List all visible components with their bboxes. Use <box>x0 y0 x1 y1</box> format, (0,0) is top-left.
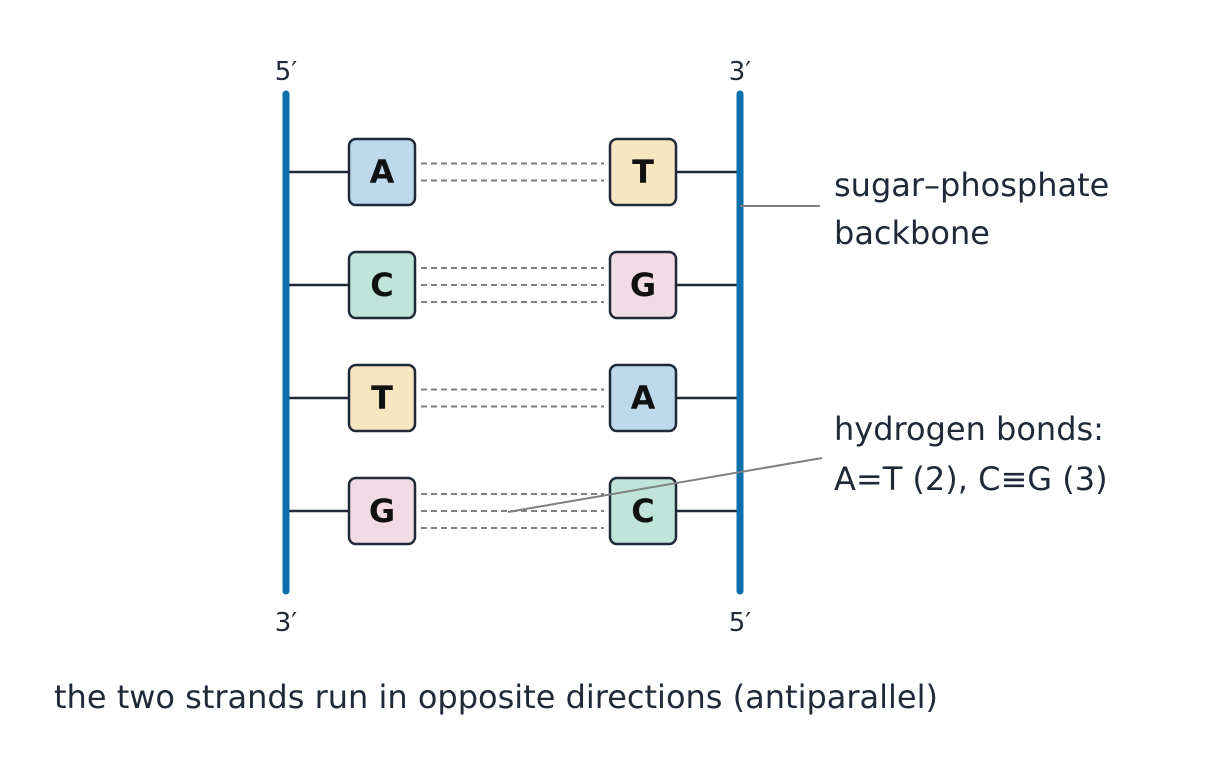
backbone-annotation-line-1: sugar–phosphate <box>834 166 1109 204</box>
hbonds-annotation-line-1: hydrogen bonds: <box>834 410 1104 448</box>
backbone-annotation: sugar–phosphate backbone <box>834 166 1119 252</box>
base-left: A <box>347 137 417 207</box>
left-strand-top-label: 5′ <box>275 57 298 87</box>
base-box <box>608 137 678 207</box>
hbonds-annotation: hydrogen bonds: A=T (2), C≡G (3) <box>834 410 1114 498</box>
base-left: T <box>347 363 417 433</box>
base-box <box>608 476 678 546</box>
base-right: G <box>608 250 678 320</box>
base-right: T <box>608 137 678 207</box>
base-box <box>608 363 678 433</box>
base-box <box>347 250 417 320</box>
base-letter: T <box>371 379 393 417</box>
base-right: A <box>608 363 678 433</box>
base-box <box>347 476 417 546</box>
base-right: C <box>608 476 678 546</box>
base-letter: C <box>370 266 393 304</box>
backbone-annotation-line-2: backbone <box>834 214 990 252</box>
base-box <box>347 137 417 207</box>
base-box <box>347 363 417 433</box>
base-letter: C <box>631 492 654 530</box>
base-left: G <box>347 476 417 546</box>
hbonds-leader-line <box>507 457 823 513</box>
base-pairs: A T C G T A G C <box>286 137 740 546</box>
right-strand-top-label: 3′ <box>729 57 752 87</box>
base-letter: G <box>369 492 395 530</box>
left-strand-bottom-label: 3′ <box>275 608 298 638</box>
right-strand-bottom-label: 5′ <box>729 608 752 638</box>
base-letter: A <box>631 379 656 417</box>
hbonds-annotation-line-2: A=T (2), C≡G (3) <box>834 460 1108 498</box>
base-left: C <box>347 250 417 320</box>
base-box <box>608 250 678 320</box>
base-letter: T <box>632 153 654 191</box>
base-letter: G <box>630 266 656 304</box>
caption: the two strands run in opposite directio… <box>54 678 938 716</box>
base-letter: A <box>370 153 395 191</box>
